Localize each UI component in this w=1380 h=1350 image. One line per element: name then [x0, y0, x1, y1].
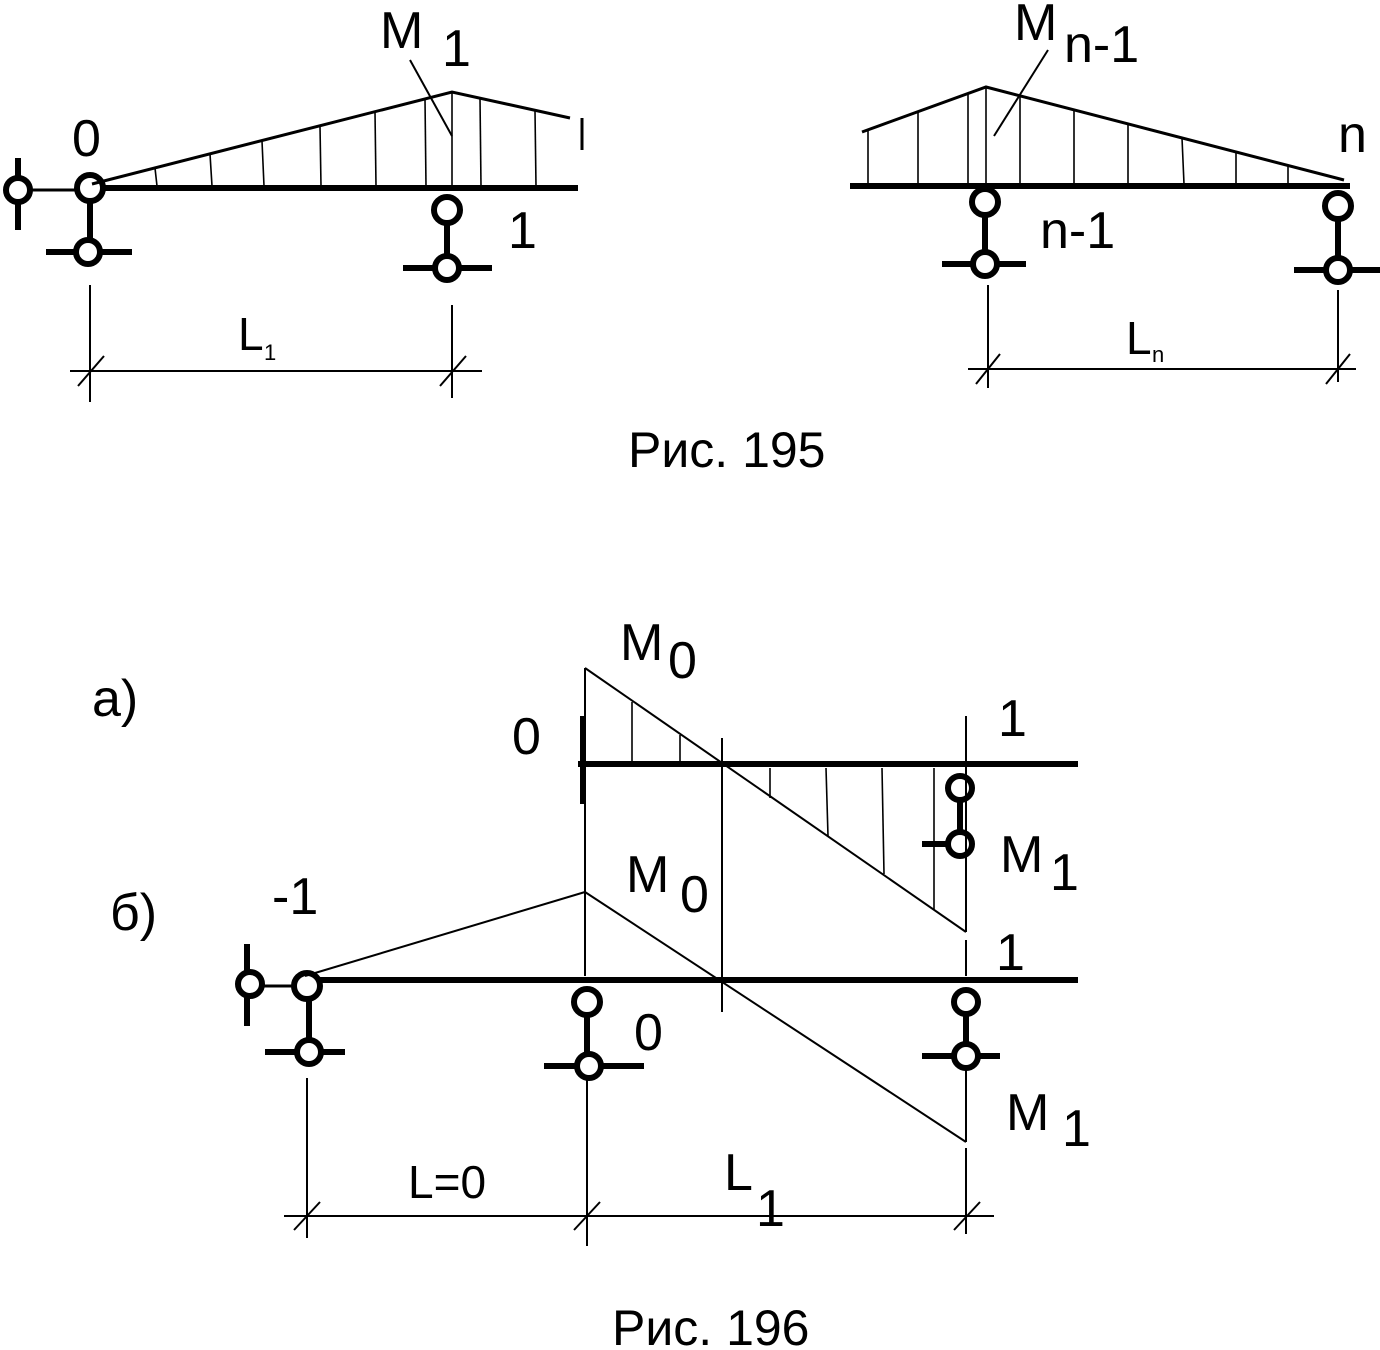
moment-hatching: [631, 702, 935, 910]
moment-label-m1-sub: 1: [1062, 1100, 1091, 1158]
moment-leader: [409, 59, 453, 137]
support-hinge: [970, 249, 1000, 279]
hinge-node: [3, 175, 33, 205]
moment-label-m0-sub: 0: [680, 866, 709, 924]
support-hinge: [1323, 255, 1353, 285]
node-label-minus-1: -1: [272, 868, 318, 926]
subfigure-tag-a: а): [92, 670, 138, 728]
node-label-1: 1: [998, 690, 1027, 748]
moment-label-m1: M: [1006, 1084, 1049, 1142]
node-0: [571, 986, 603, 1018]
dim-tick: [573, 1201, 601, 1231]
moment-label: M: [1014, 0, 1057, 52]
dim-tick: [293, 1201, 321, 1231]
dim-tick: [975, 353, 1001, 385]
support-hinge: [951, 1041, 981, 1071]
dim-tick: [1325, 353, 1351, 385]
moment-label-m0: M: [626, 846, 669, 904]
node-0: [74, 172, 106, 204]
node-label-n: n: [1338, 106, 1367, 164]
moment-label-m0: M: [620, 614, 663, 672]
moment-label-sub: 1: [442, 20, 471, 78]
support-hinge: [294, 1037, 324, 1067]
moment-diagram-outline: [861, 85, 1345, 182]
moment-hatching: [867, 87, 1289, 185]
span-label: L: [238, 308, 264, 360]
span-label-sub: 1: [264, 340, 276, 365]
moment-leader: [993, 49, 1049, 137]
span-label: L: [1126, 312, 1152, 364]
subfigure-tag-b: б): [110, 884, 157, 942]
dim-tick: [77, 355, 105, 387]
dim-tick: [439, 355, 467, 387]
support-hinge: [945, 829, 975, 859]
span-label-l0: L=0: [408, 1156, 486, 1208]
support-hinge: [73, 237, 103, 267]
span-label-sub: n: [1152, 342, 1164, 367]
node-n: [1322, 190, 1354, 222]
node-label-n-1: n-1: [1040, 202, 1115, 260]
moment-diagram-outline: [91, 90, 571, 186]
caption-fig196: Рис. 196: [612, 1300, 810, 1350]
support-hinge: [574, 1051, 604, 1081]
moment-label-m1: M: [1000, 826, 1043, 884]
moment-label-m1-sub: 1: [1050, 844, 1079, 902]
hinge-node: [235, 969, 265, 999]
moment-label: M: [380, 2, 423, 60]
fig196-a: а) M 0 0 1 M 1: [92, 614, 1079, 933]
caption-fig195: Рис. 195: [628, 422, 826, 478]
node-minus-1: [291, 970, 323, 1002]
moment-hatching: [154, 92, 537, 187]
span-label-l1-sub: 1: [756, 1180, 785, 1238]
span-label-l1: L: [724, 1144, 753, 1202]
support-hinge: [432, 253, 462, 283]
moment-diagram-line: [584, 667, 967, 933]
moment-label-m0-sub: 0: [668, 632, 697, 690]
node-1: [945, 773, 975, 803]
dim-tick: [953, 1201, 981, 1231]
node-label-1: 1: [508, 202, 537, 260]
node-1: [951, 987, 981, 1017]
node-label-0: 0: [512, 708, 541, 766]
moment-label-sub: n-1: [1064, 16, 1139, 74]
node-label-1: 1: [996, 924, 1025, 982]
node-label-0: 0: [72, 110, 101, 168]
fig195-right: M n-1 n n-1 L n: [850, 0, 1380, 388]
fig195-left: 0 M 1 1 L 1: [3, 2, 584, 402]
node-n-1: [969, 186, 1001, 218]
node-label-0: 0: [634, 1004, 663, 1062]
fig196-b: б) -1 M 0: [110, 846, 1091, 1246]
node-1: [431, 194, 463, 226]
